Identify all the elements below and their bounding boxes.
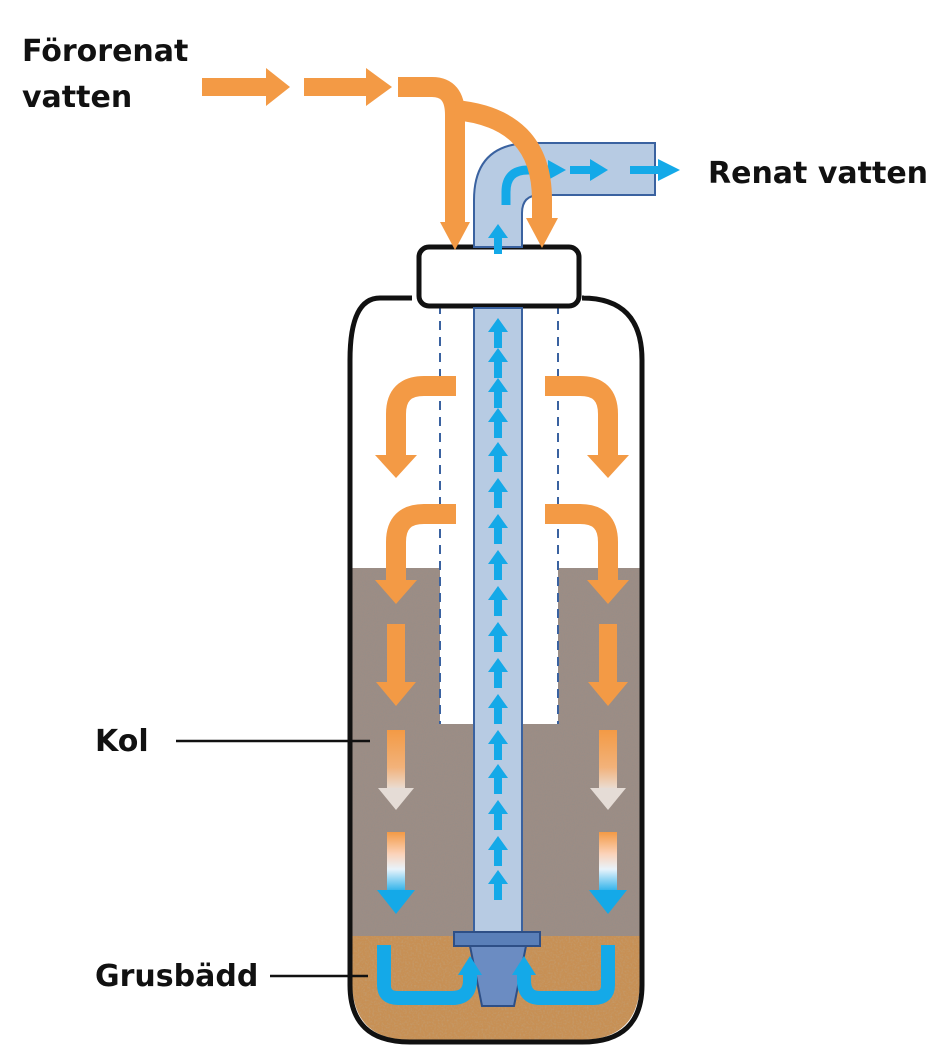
bottle-cap [416,244,582,309]
inlet-arrows [202,68,392,106]
inlet-arrowhead-left [440,222,470,250]
carbon-down-arrows [376,624,628,914]
elbow-flow-arrow [501,165,550,205]
pipe-flange [453,931,541,947]
outlet-arrows [570,159,680,181]
label-gravel: Grusbädd [95,959,259,994]
elbow-flow-arrowhead [548,160,566,180]
gravel-flow-heads [458,956,536,975]
clean-flow-arrows [488,224,508,900]
pipe-nozzle [468,945,528,1007]
inlet-flow-branch [453,100,552,225]
inlet-arrowhead-right [526,218,558,248]
left-curved-flow [386,376,456,585]
label-input-line1: Förorenat [22,34,189,69]
label-carbon: Kol [95,724,149,759]
left-curved-heads [375,455,417,604]
gravel-flow [377,945,615,1005]
bottle-outline [347,295,645,1045]
right-curved-heads [587,455,629,604]
label-input-line2: vatten [22,80,133,115]
right-curved-flow [545,376,618,585]
label-output: Renat vatten [708,156,929,191]
inlet-flow-down [398,77,465,230]
